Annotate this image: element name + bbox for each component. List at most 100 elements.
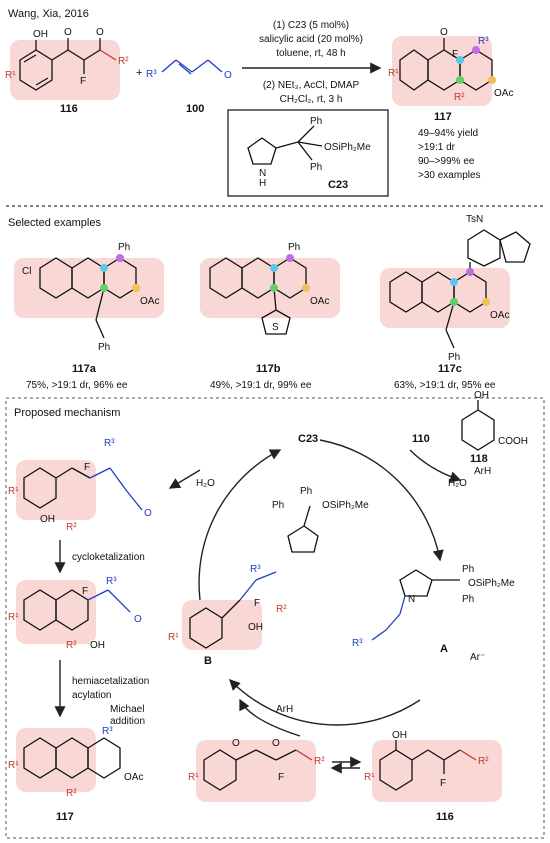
examples-title: Selected examples: [8, 217, 101, 229]
catalyst-osi: OSiPh₂Me: [324, 142, 371, 153]
example-117a-structure: [14, 254, 164, 339]
example-117c-id: 117c: [438, 363, 462, 375]
step-acylation: acylation: [72, 690, 111, 701]
acid-id-118: 118: [470, 453, 488, 465]
int-a-n: N: [408, 594, 415, 605]
int-b-ph-1: Ph: [300, 486, 312, 497]
step-michael-2: addition: [110, 716, 145, 727]
cycle-arc-condensation: [319, 439, 444, 562]
enol-r1: R¹: [188, 772, 199, 783]
adduct-f: F: [84, 462, 90, 473]
enol-r2: R²: [314, 756, 325, 767]
hemiketal-oh: OH: [90, 640, 105, 651]
diketone-r2: R²: [478, 756, 489, 767]
enol-f: F: [278, 772, 284, 783]
example-117a-id: 117a: [72, 363, 97, 375]
adduct-r1: R¹: [8, 486, 19, 497]
adduct-r3: R³: [104, 438, 115, 449]
condition-5: CH₂Cl₂, rt, 3 h: [280, 94, 343, 105]
step-hemiacetalization: hemiacetalization: [72, 676, 149, 687]
example-117b-ph: Ph: [288, 242, 300, 253]
enol-oh-2: O: [272, 738, 280, 749]
hemiketal-structure: [16, 580, 131, 644]
enol-oh-1: O: [232, 738, 240, 749]
product-oac: OAc: [494, 88, 513, 99]
acid-cooh: COOH: [498, 436, 528, 447]
reactant-100-structure: [161, 59, 223, 75]
stat-ee: 90–>99% ee: [418, 156, 475, 167]
product-r1: R¹: [388, 68, 399, 79]
plus-sign: +: [136, 67, 142, 79]
product-117-bottom-structure: [16, 728, 121, 792]
product-117-structure: [392, 36, 496, 106]
reactant-f-label: F: [80, 76, 86, 87]
int-b-osi: OSiPh₂Me: [322, 500, 369, 511]
product-r3: R³: [478, 36, 489, 47]
int-a-ph-1: Ph: [462, 564, 474, 575]
intermediate-a-structure: [371, 569, 460, 641]
int-b-oh: OH: [248, 622, 263, 633]
hemiketal-r1: R¹: [8, 612, 19, 623]
mech-arh-release: ArH: [276, 704, 293, 715]
stat-examples: >30 examples: [418, 170, 481, 181]
diketone-116-id: 116: [436, 811, 454, 823]
int-a-ph-2: Ph: [462, 594, 474, 605]
adduct-oh: OH: [40, 514, 55, 525]
acid-arh: ArH: [474, 466, 491, 477]
product-bottom-r3: R³: [102, 726, 113, 737]
reactant-116-structure: [10, 38, 120, 100]
water-out-arrow: [409, 449, 462, 483]
int-b-r2: R²: [276, 604, 287, 615]
reactant-100-id: 100: [186, 103, 204, 115]
example-117b-structure: [200, 254, 340, 335]
salicylic-acid-118-structure: [461, 400, 495, 451]
int-b-r1: R¹: [168, 632, 179, 643]
reactant-o-label-2: O: [96, 27, 104, 38]
step-michael-1: Michael: [110, 704, 144, 715]
mech-water-in: H₂O: [196, 478, 215, 489]
example-117c-structure: [380, 229, 531, 349]
adduct-left-structure: [16, 460, 143, 520]
reactant-oh-label: OH: [33, 29, 48, 40]
int-b-r3: R³: [250, 564, 261, 575]
example-117a-ph: Ph: [118, 242, 130, 253]
reactant-o-label-1: O: [64, 27, 72, 38]
condition-2: salicylic acid (20 mol%): [259, 34, 363, 45]
hemiketal-r3: R³: [106, 576, 117, 587]
mechanism-panel: [5, 397, 545, 839]
example-117a-result: 75%, >19:1 dr, 96% ee: [26, 380, 128, 391]
example-117b-s: S: [272, 322, 279, 333]
cycle-arc-release: [198, 449, 282, 601]
condition-1: (1) C23 (5 mol%): [273, 20, 349, 31]
catalyst-ph-2: Ph: [310, 162, 322, 173]
catalyst-box: [227, 109, 389, 197]
example-117a-oac: OAc: [140, 296, 159, 307]
example-117c-side-ph: Ph: [448, 352, 460, 363]
diketone-oh: OH: [392, 730, 407, 741]
diketone-f: F: [440, 778, 446, 789]
diketone-r1: R¹: [364, 772, 375, 783]
release-arrow: [168, 469, 201, 489]
int-b-f: F: [254, 598, 260, 609]
catalyst-ph-1: Ph: [310, 116, 322, 127]
stat-dr: >19:1 dr: [418, 142, 456, 153]
catalyst-label: C23: [328, 179, 348, 191]
acid-oh: OH: [474, 390, 489, 401]
condition-4: (2) NEt₃, AcCl, DMAP: [263, 80, 360, 91]
example-117b-result: 49%, >19:1 dr, 99% ee: [210, 380, 312, 391]
example-117c-tsn: TsN: [466, 214, 483, 225]
citation: Wang, Xia, 2016: [8, 8, 89, 20]
int-b-label: B: [204, 655, 212, 667]
hemiketal-f: F: [82, 586, 88, 597]
int-b-ph-2: Ph: [272, 500, 284, 511]
reactant-r1-label: R¹: [5, 70, 16, 81]
adduct-r2: R²: [66, 522, 77, 533]
catalyst-c23-structure: [247, 125, 323, 165]
product-117-id: 117: [434, 111, 452, 123]
arh-release-arrow: [239, 698, 301, 737]
example-117c-oac: OAc: [490, 310, 509, 321]
condition-3: toluene, rt, 48 h: [276, 48, 346, 59]
product-bottom-r1: R¹: [8, 760, 19, 771]
int-a-r3: R³: [352, 638, 363, 649]
